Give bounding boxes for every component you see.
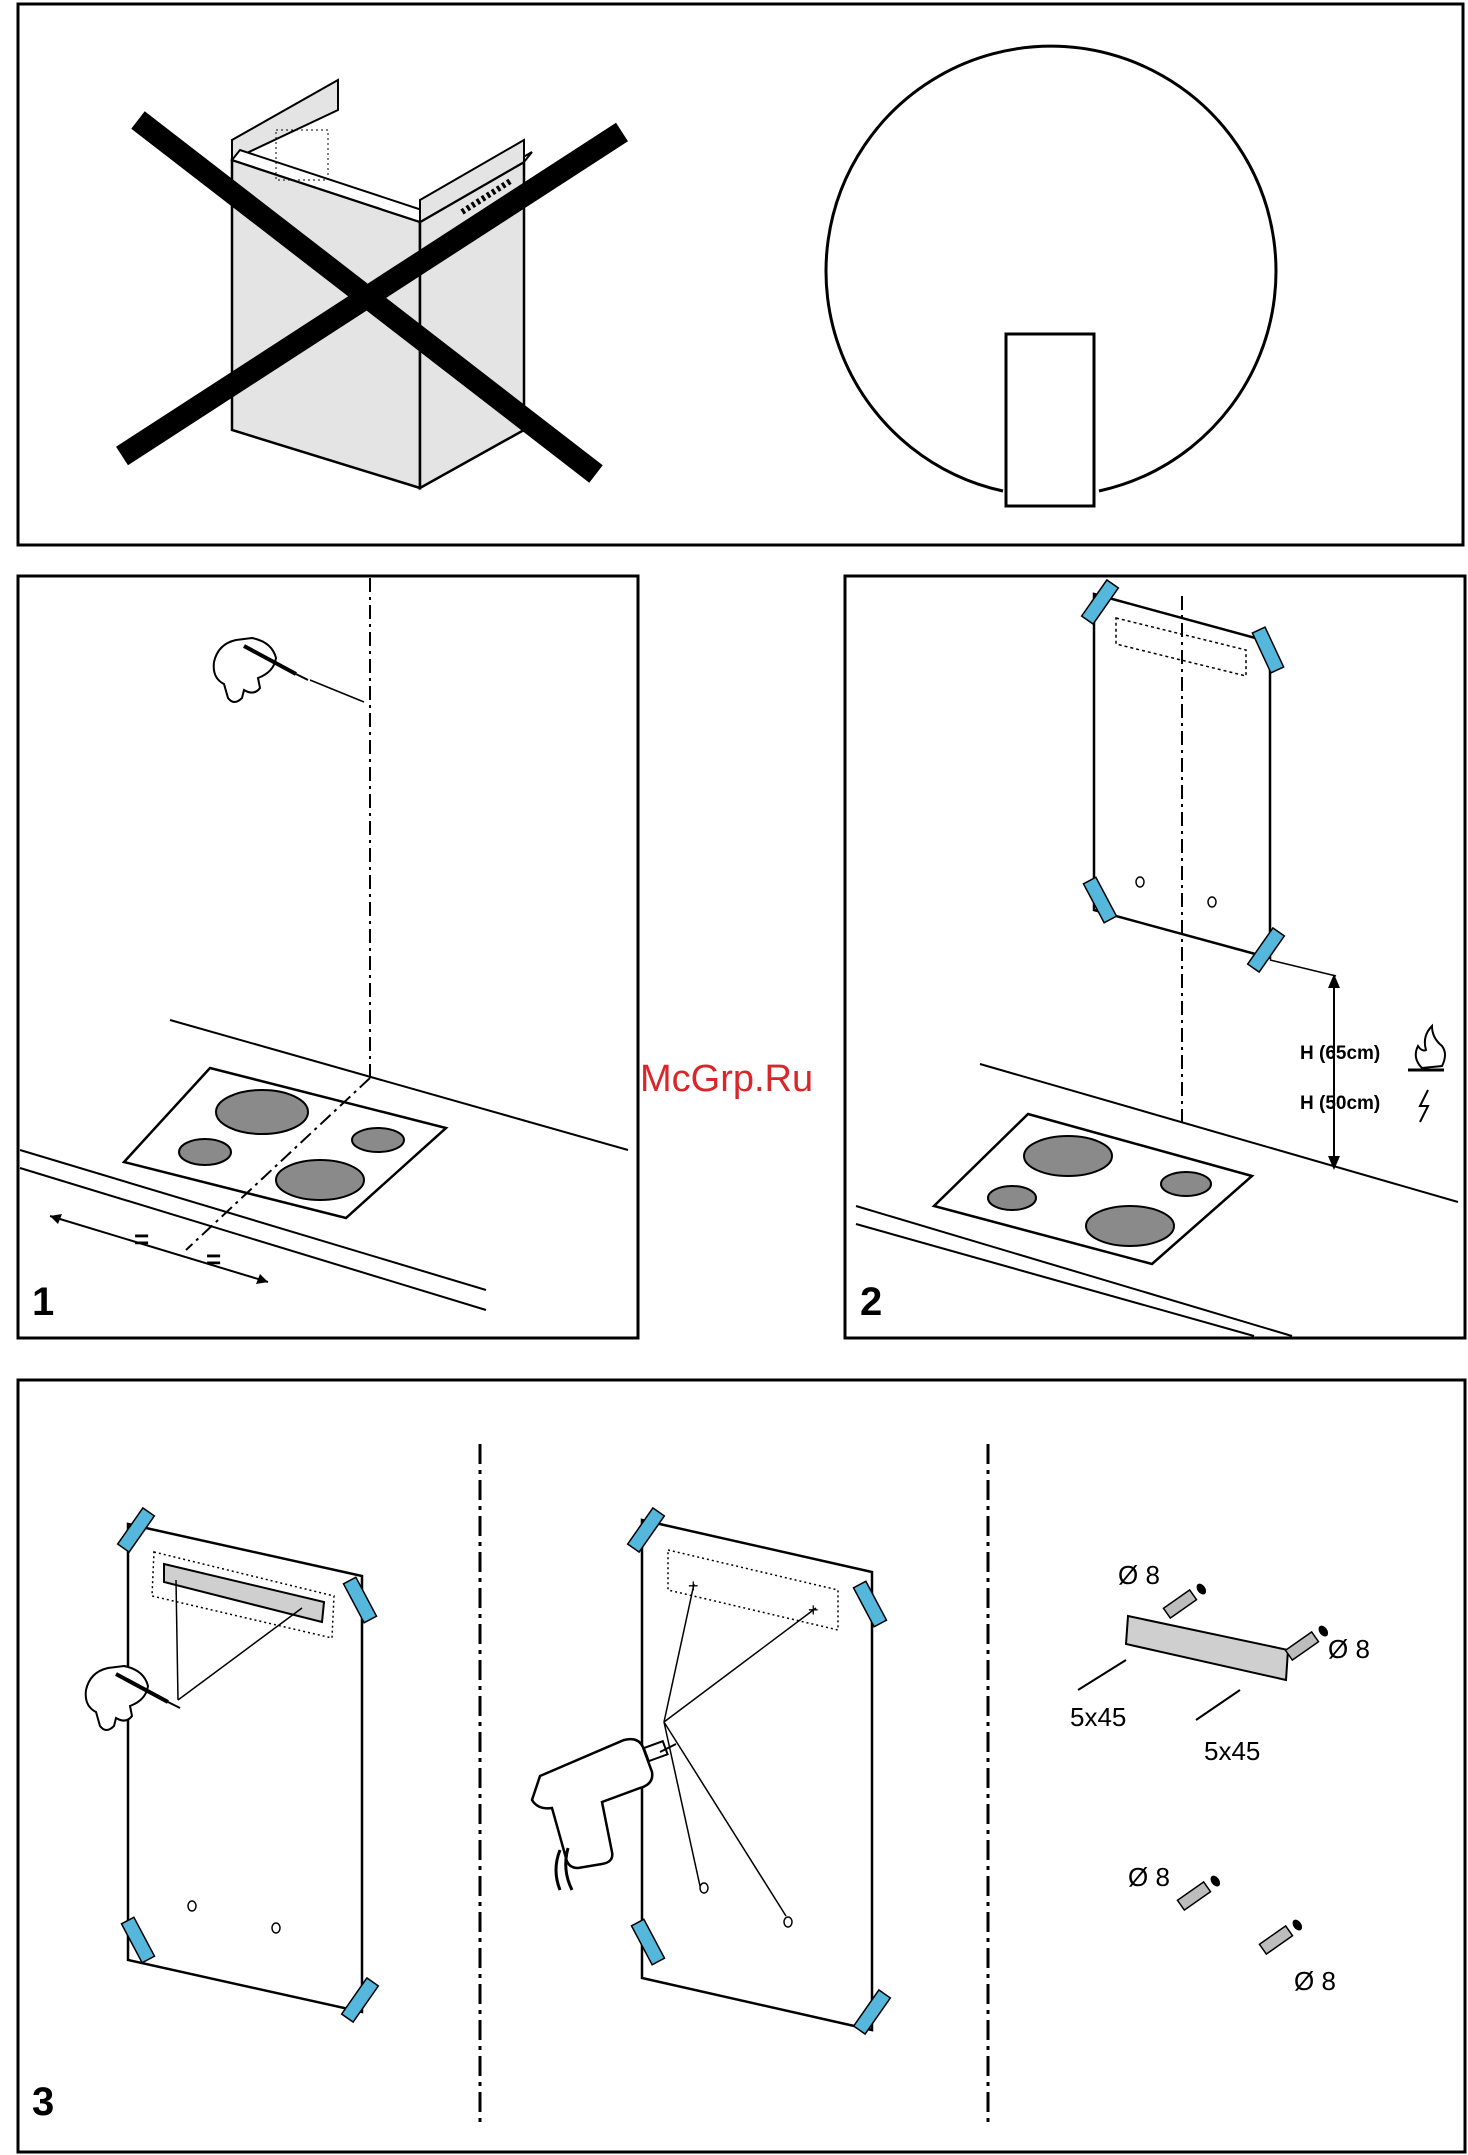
dowel-bottom-left-label: Ø 8 [1128,1864,1170,1890]
dowel-top-left-label: Ø 8 [1118,1562,1160,1588]
dowel-top-left [1163,1582,1208,1618]
figure-number-3: 3 [32,2082,54,2122]
hand-pencil-icon [214,638,308,702]
equal-mark-right: = [206,1246,221,1272]
lightning-icon [1420,1090,1428,1122]
flame-icon [1408,1026,1445,1070]
panel-2 [845,576,1465,1338]
dowel-top-right-label: Ø 8 [1328,1636,1370,1662]
detail-circle [826,46,1276,506]
screw-left-label: 5x45 [1070,1704,1126,1730]
dowel-bottom-left [1177,1874,1222,1910]
screw-right-label: 5x45 [1204,1738,1260,1764]
svg-text:+: + [688,1576,699,1596]
dowel-bottom-right [1259,1918,1304,1954]
figure-number-2: 2 [860,1282,882,1322]
height-gas-label: H (65cm) [1300,1044,1380,1063]
top-panel [18,4,1463,545]
panel-1 [18,576,638,1338]
figure-number-1: 1 [32,1282,54,1322]
dowel-bottom-right-label: Ø 8 [1294,1968,1336,1994]
height-electric-label: H (50cm) [1300,1094,1380,1113]
panel-3: + + [18,1380,1465,2152]
svg-text:+: + [808,1600,819,1620]
equal-mark-left: = [134,1226,149,1252]
dowel-top-right [1285,1624,1330,1660]
watermark: McGrp.Ru [640,1060,813,1098]
